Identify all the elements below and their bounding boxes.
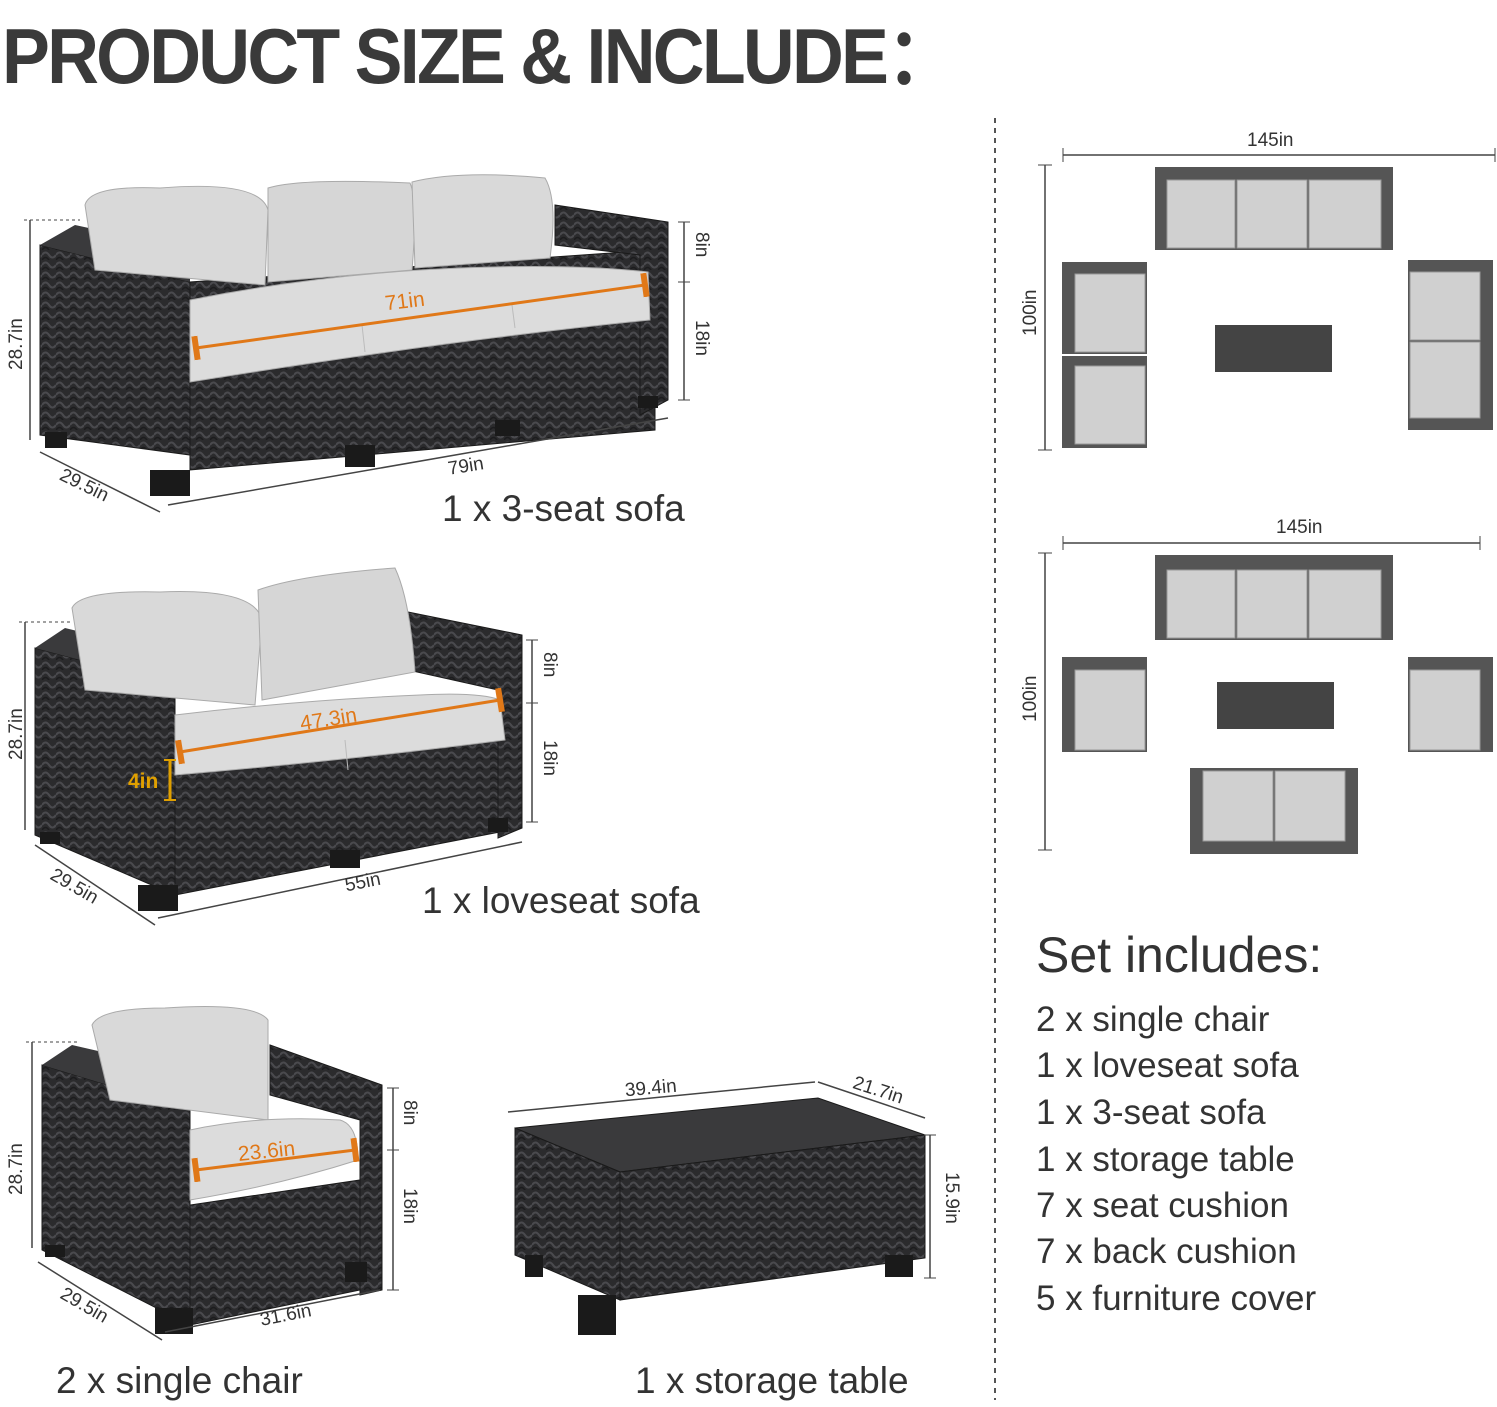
sofa3-caption: 1 x 3-seat sofa [442,488,685,529]
includes-item: 7 x back cushion [1036,1232,1297,1271]
table-caption: 1 x storage table [635,1360,909,1401]
sofa3-height-label: 28.7in [6,318,27,370]
layout1-width-label: 145in [1247,130,1294,151]
loveseat-cushion-label: 4in [128,770,159,793]
sofa3-seat-width-label: 71in [383,287,426,316]
layout1-depth-label: 100in [1020,289,1041,337]
includes-title: Set includes: [1036,927,1323,983]
page-title: PRODUCT SIZE & INCLUDE： [2,12,958,100]
includes-item: 2 x single chair [1036,1000,1270,1039]
table-length-label: 39.4in [624,1075,678,1102]
sofa3-seat-height-label: 18in [691,320,712,356]
layout1-plan [1038,148,1496,451]
loveseat-illustration [19,567,538,926]
loveseat-caption: 1 x loveseat sofa [422,880,700,921]
chair-back-label: 8in [399,1100,420,1126]
loveseat-height-label: 28.7in [6,708,27,760]
chair-seat-height-label: 18in [399,1188,420,1224]
includes-item: 1 x 3-seat sofa [1036,1093,1266,1132]
chair-illustration [26,1006,399,1341]
includes-item: 7 x seat cushion [1036,1186,1289,1225]
layout2-depth-label: 100in [1020,675,1041,723]
includes-item: 1 x loveseat sofa [1036,1046,1299,1085]
sofa3-illustration [24,174,690,513]
layout2-width-label: 145in [1276,517,1323,538]
loveseat-back-label: 8in [539,652,560,678]
chair-caption: 2 x single chair [56,1360,303,1401]
includes-item: 5 x furniture cover [1036,1279,1317,1318]
includes-item: 1 x storage table [1036,1140,1295,1179]
chair-height-label: 28.7in [6,1143,27,1195]
table-illustration [507,1081,936,1335]
sofa3-back-label: 8in [691,232,712,258]
loveseat-seat-height-label: 18in [539,740,560,776]
layout2-plan [1038,536,1493,854]
table-height-label: 15.9in [941,1172,962,1224]
